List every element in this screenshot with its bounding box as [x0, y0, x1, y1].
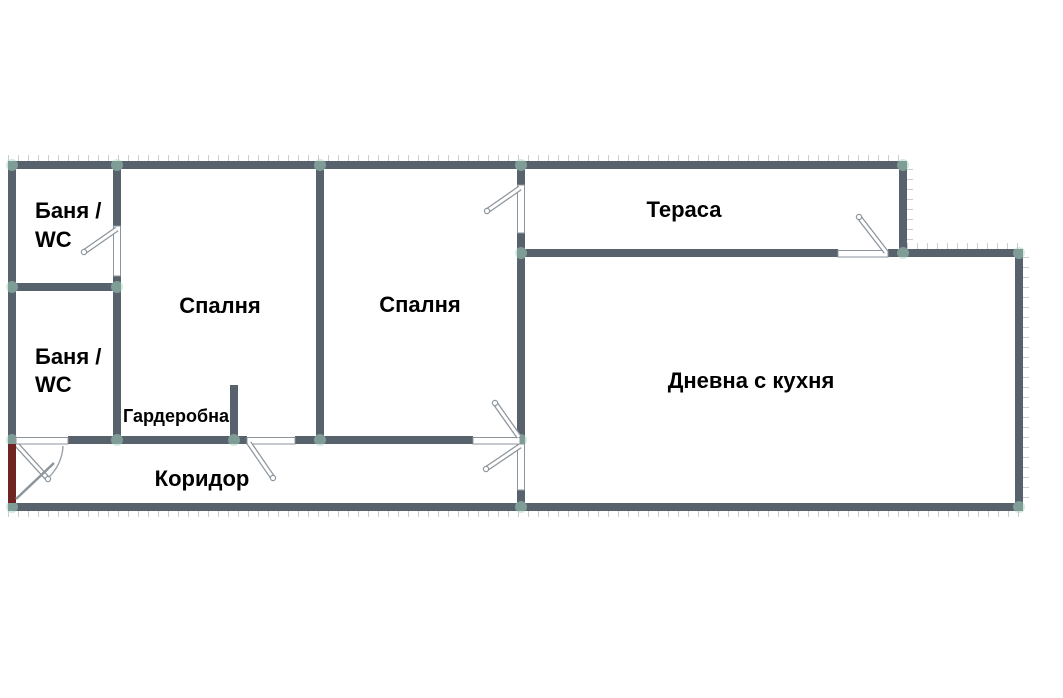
room-label-living: Дневна с кухня — [668, 368, 835, 393]
door-knob-icon — [491, 399, 499, 407]
entry-door-panel — [8, 444, 16, 503]
wall-top — [8, 161, 907, 169]
wall-bedroom2-right-upper — [517, 161, 525, 185]
junction-dot — [6, 501, 18, 513]
junction-dot — [1013, 501, 1025, 513]
wall-bedrooms-divider — [316, 161, 324, 444]
wall-living-top-left-seg — [517, 249, 838, 257]
walls — [8, 161, 1023, 511]
junction-dot — [1013, 247, 1025, 259]
junction-dot — [111, 159, 123, 171]
door-knob-icon — [483, 207, 491, 215]
wall-living-door-stub — [517, 490, 525, 503]
room-labels: Баня / WC Баня / WC Спалня Спалня Тераса… — [35, 197, 834, 491]
doors — [8, 184, 889, 503]
junction-dot — [897, 247, 909, 259]
junction-dot — [6, 159, 18, 171]
room-label-bath2-line1: Баня / — [35, 344, 101, 369]
door-knob-icon — [482, 465, 490, 473]
room-label-bedroom1: Спалня — [179, 293, 261, 318]
wall-bedroom2-right-lower — [517, 233, 525, 444]
wall-living-top-right-seg — [888, 249, 1023, 257]
door-opening — [837, 250, 889, 258]
junction-dot — [228, 434, 240, 446]
wall-bath-right-lower — [113, 276, 121, 444]
terrace-living-door — [837, 213, 889, 258]
room-label-bath1-line1: Баня / — [35, 198, 101, 223]
room-label-bedroom2: Спалня — [379, 292, 461, 317]
junction-dot — [111, 281, 123, 293]
wall-bath-right-upper — [113, 161, 121, 226]
junction-dot — [515, 159, 527, 171]
bedroom2-corridor-door — [472, 399, 522, 445]
door-swing-arc — [47, 445, 64, 479]
door-opening — [472, 437, 521, 445]
room-label-bath2-line2: WC — [35, 372, 72, 397]
door-opening — [517, 184, 525, 234]
wall-wardrobe-stub — [230, 385, 238, 436]
door-opening — [246, 437, 296, 445]
room-label-terrace: Тераса — [647, 197, 723, 222]
door-knob-icon — [855, 213, 863, 221]
door-opening — [113, 225, 121, 277]
wall-corridor-seg1 — [68, 436, 247, 444]
wall-living-right — [1015, 249, 1023, 511]
junction-dot — [314, 434, 326, 446]
living-corridor-door — [482, 443, 525, 491]
door-opening — [15, 437, 69, 445]
wall-bath-divider — [8, 283, 121, 291]
junction-dot — [897, 159, 909, 171]
junction-dot — [6, 434, 18, 446]
room-label-corridor: Коридор — [155, 466, 250, 491]
bedroom2-terrace-door — [483, 184, 525, 234]
junction-dot — [515, 501, 527, 513]
entry-door — [8, 444, 55, 503]
junction-markers — [6, 159, 1025, 513]
junction-dot — [314, 159, 326, 171]
room-label-wardrobe: Гардеробна — [123, 406, 230, 426]
junction-dot — [111, 434, 123, 446]
wall-terrace-right — [899, 161, 907, 249]
door-knob-icon — [269, 474, 277, 482]
wall-corridor-seg2 — [295, 436, 473, 444]
wall-left — [8, 161, 16, 445]
perimeter-ticks — [8, 155, 1029, 517]
junction-dot — [515, 247, 527, 259]
door-knob-icon — [44, 475, 52, 483]
room-label-bath1-line2: WC — [35, 227, 72, 252]
door-opening — [517, 443, 525, 491]
bath1-bedroom1-door — [80, 225, 121, 277]
wardrobe-corridor-door — [246, 437, 296, 482]
door-knob-icon — [80, 248, 88, 256]
junction-dot — [6, 281, 18, 293]
entry-door-swing — [15, 462, 55, 500]
